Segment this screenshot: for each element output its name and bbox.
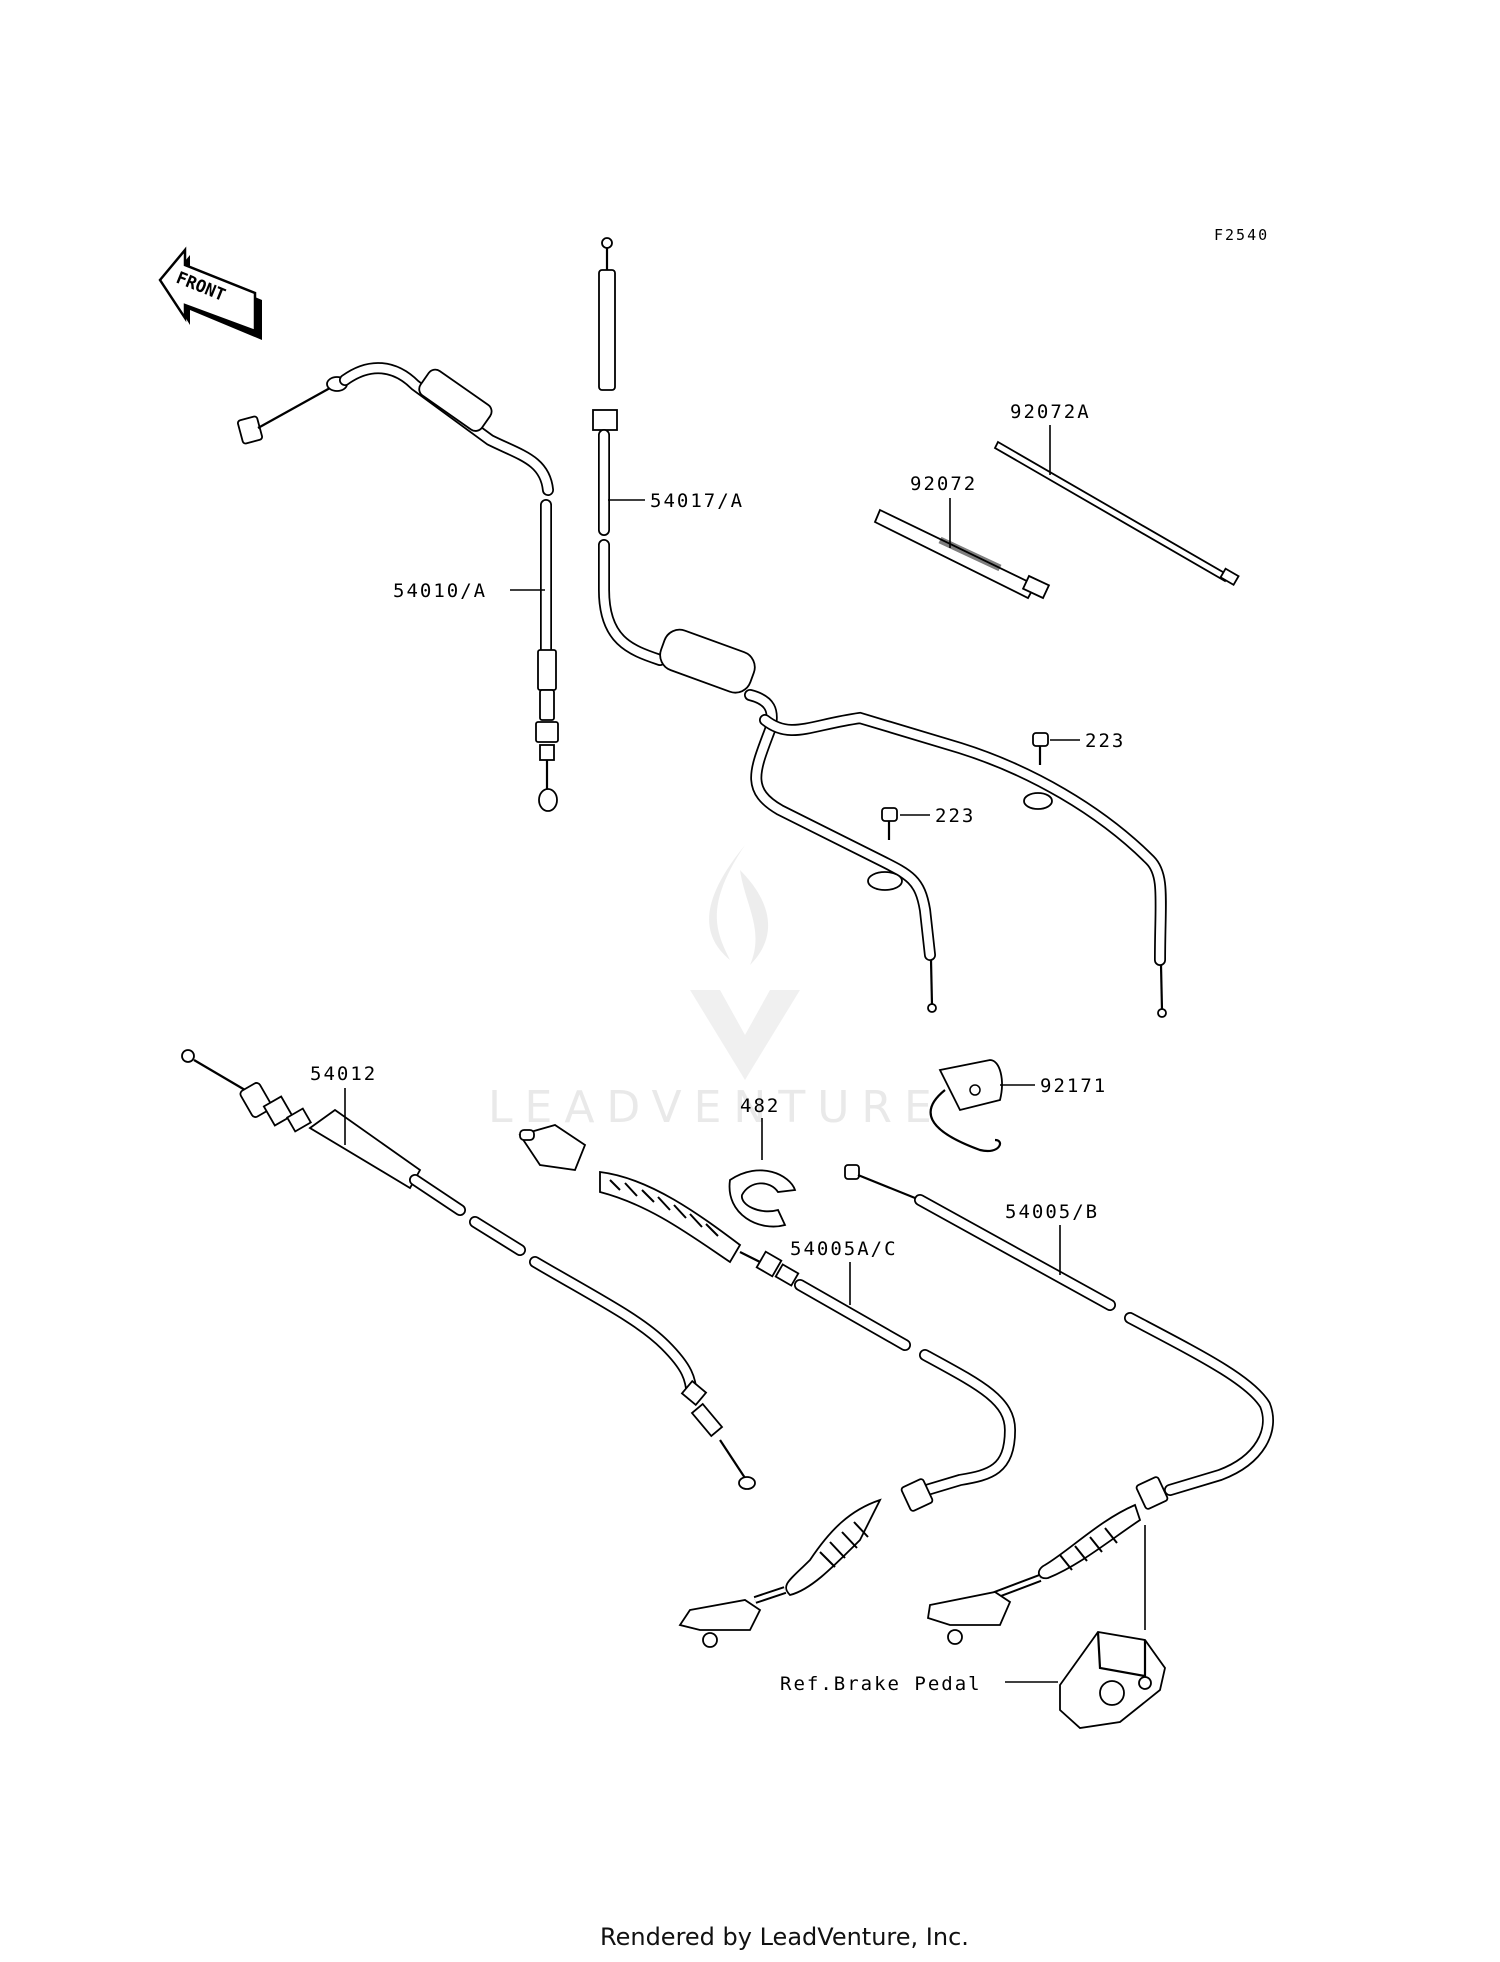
callout-92072: 92072 — [910, 473, 977, 495]
cable-tie-92072a: 92072A — [993, 401, 1240, 587]
bolt-223-right: 223 — [1023, 730, 1125, 810]
callout-54010a: 54010/A — [393, 580, 487, 602]
watermark-text: LEADVENTURE — [488, 1082, 944, 1133]
callout-223-left: 223 — [935, 805, 975, 827]
spring-92171: 92171 — [929, 1059, 1107, 1153]
cable-54005ac: 54005A/C — [518, 1124, 1017, 1648]
cable-54012: 54012 — [181, 1049, 756, 1490]
ref-brake-pedal-label: Ref.Brake Pedal — [780, 1673, 982, 1695]
footer-credit: Rendered by LeadVenture, Inc. — [600, 1923, 969, 1951]
front-direction-arrow-icon: FRONT — [158, 246, 262, 340]
cable-54017a: 54017/A — [592, 237, 1167, 1018]
cable-tie-92072: 92072 — [873, 473, 1051, 600]
callout-92171: 92171 — [1040, 1075, 1107, 1097]
clip-482: 482 — [728, 1095, 797, 1228]
callout-54005b: 54005/B — [1005, 1201, 1099, 1223]
callout-482: 482 — [740, 1095, 780, 1117]
cable-54005b: 54005/B — [844, 1164, 1274, 1645]
callout-223-right: 223 — [1085, 730, 1125, 752]
callout-92072a: 92072A — [1010, 401, 1091, 423]
cable-54010a: 54010/A — [237, 362, 559, 812]
callout-54012: 54012 — [310, 1063, 377, 1085]
figure-code: F2540 — [1214, 226, 1269, 244]
brake-pedal-bracket: Ref.Brake Pedal — [780, 1525, 1166, 1729]
bolt-223-left: 223 — [867, 805, 975, 891]
callout-54005ac: 54005A/C — [790, 1238, 898, 1260]
callout-54017a: 54017/A — [650, 490, 744, 512]
leadventure-watermark: LEADVENTURE — [488, 845, 944, 1133]
